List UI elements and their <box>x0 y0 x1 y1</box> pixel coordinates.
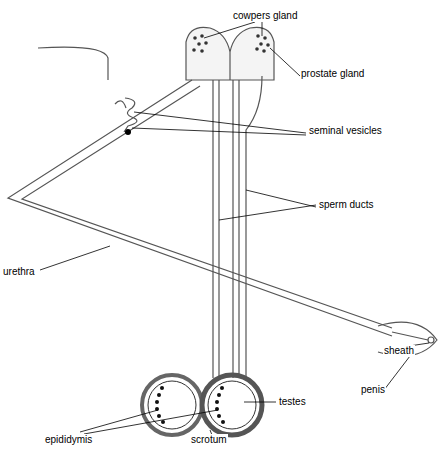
vesicle-dot <box>125 129 131 135</box>
part-label: urethra <box>2 266 36 278</box>
sheath-opening <box>428 337 434 343</box>
part-label: epididymis <box>44 434 93 446</box>
sperm-duct-left <box>213 80 219 378</box>
urethra-outer <box>8 80 392 336</box>
scrotum-ring <box>142 375 202 435</box>
gland-outline <box>186 27 274 80</box>
part-label: prostate gland <box>300 68 365 80</box>
seminal-vesicle-shape <box>124 98 137 132</box>
penis-outline <box>378 322 437 356</box>
ureter-line <box>38 47 108 80</box>
testis <box>148 381 196 429</box>
leader-lines <box>40 22 429 435</box>
sperm-duct-right <box>246 76 262 378</box>
testis <box>208 381 256 429</box>
epididymis-beads <box>155 386 225 424</box>
part-label: sperm ducts <box>318 199 374 211</box>
urethra-inner <box>22 86 392 328</box>
part-label: seminal vesicles <box>308 125 383 137</box>
prostate-dots <box>255 34 270 53</box>
penis-canal <box>392 332 428 340</box>
part-label: cowpers gland <box>232 10 298 22</box>
part-label: testes <box>278 396 307 408</box>
part-label: sheath <box>383 345 415 357</box>
part-label: scrotum <box>190 434 228 446</box>
part-label: penis <box>360 384 386 396</box>
seminal-vesicle-shape <box>115 101 126 108</box>
scrotum-ring <box>202 375 262 435</box>
cowpers-dots <box>192 34 208 53</box>
gland-divider <box>229 52 230 80</box>
